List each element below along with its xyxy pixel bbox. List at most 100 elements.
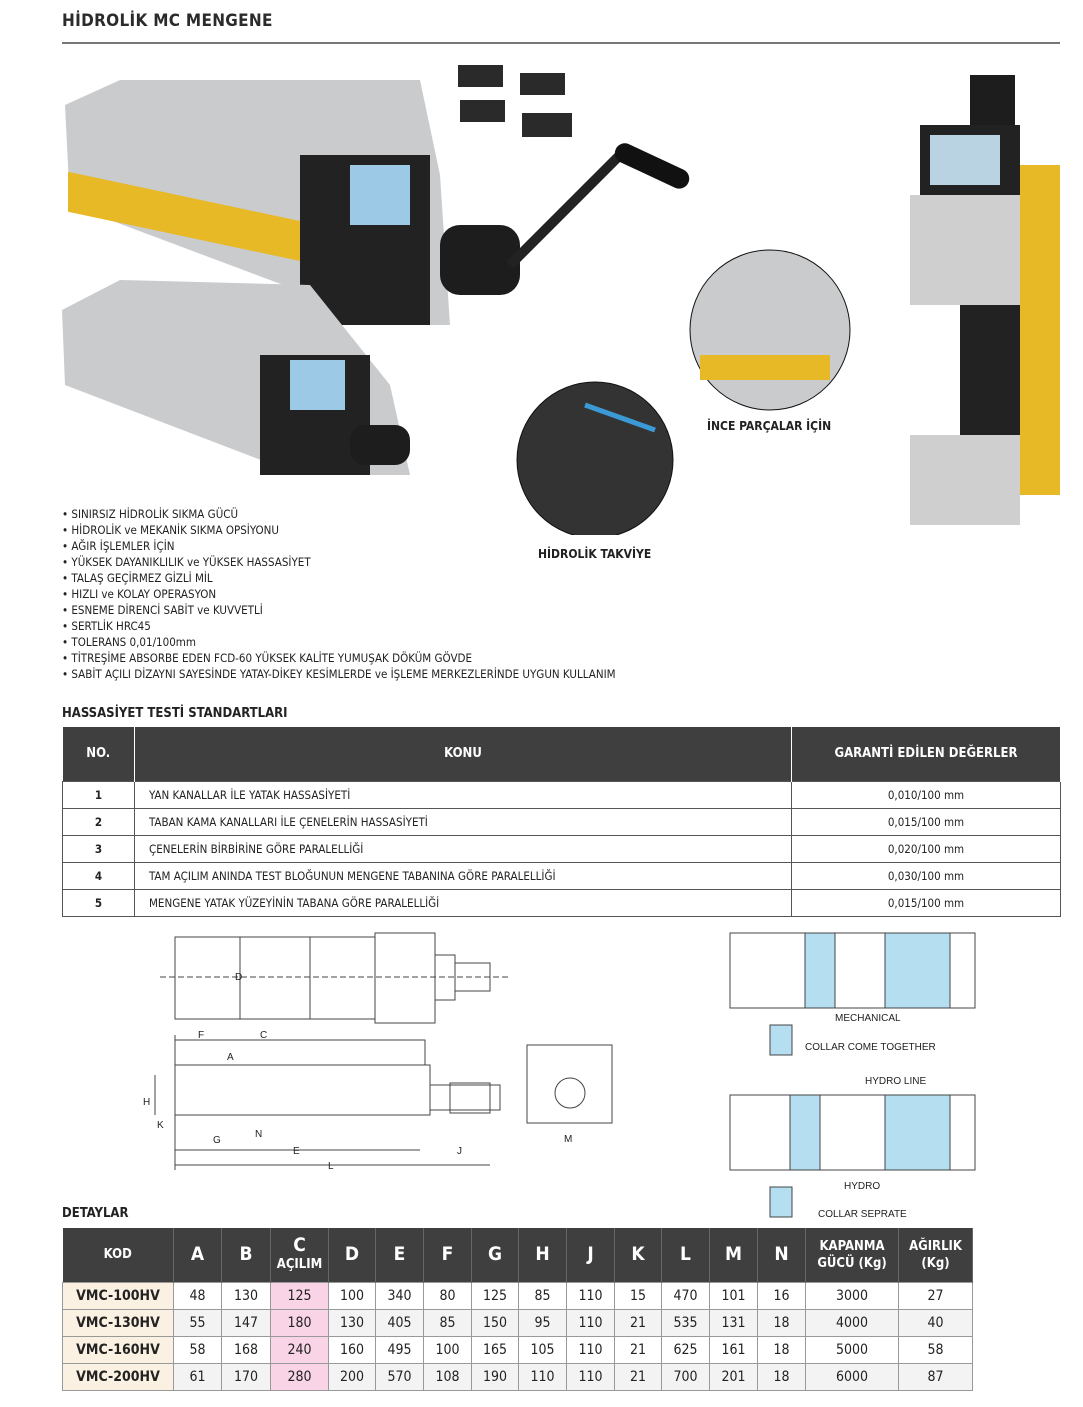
row-topic: YAN KANALLAR İLE YATAK HASSASİYETİ <box>134 780 792 809</box>
model-code: VMC-200HV <box>62 1362 174 1391</box>
col-header-weight-line1: AĞIRLIK <box>909 1238 962 1254</box>
dim-label-a: A <box>227 1052 234 1063</box>
row-value: 0,010/100 mm <box>791 780 1061 809</box>
col-header-a: A <box>173 1228 222 1282</box>
spec-value: 201 <box>709 1362 758 1391</box>
col-header-g: G <box>471 1228 519 1282</box>
spec-value: 105 <box>518 1335 567 1364</box>
spec-value: 48 <box>173 1281 222 1310</box>
small-vise-image <box>62 280 410 475</box>
spec-value: 625 <box>661 1335 710 1364</box>
feature-item: AĞIR İŞLEMLER İÇİN <box>62 538 616 554</box>
dim-label-l: L <box>328 1161 334 1172</box>
dim-label-k: K <box>157 1120 164 1131</box>
dim-label-c: C <box>260 1030 267 1041</box>
spec-value: 101 <box>709 1281 758 1310</box>
col-header-guaranteed: GARANTİ EDİLEN DEĞERLER <box>791 727 1061 781</box>
side-view-drawing <box>154 1035 501 1170</box>
collar-together-label: COLLAR COME TOGETHER <box>805 1042 936 1053</box>
top-view-drawing <box>160 932 510 1024</box>
spec-value: 495 <box>375 1335 424 1364</box>
spec-value: 180 <box>270 1308 329 1337</box>
row-value: 0,015/100 mm <box>791 888 1061 917</box>
spec-value: 58 <box>173 1335 222 1364</box>
spec-value: 405 <box>375 1308 424 1337</box>
feature-item: ESNEME DİRENCİ SABİT ve KUVVETLİ <box>62 602 616 618</box>
spec-value: 570 <box>375 1362 424 1391</box>
spec-value: 168 <box>221 1335 271 1364</box>
spec-value: 61 <box>173 1362 222 1391</box>
model-code: VMC-160HV <box>62 1335 174 1364</box>
spec-value: 3000 <box>805 1281 899 1310</box>
dim-label-e: E <box>293 1146 300 1157</box>
row-number: 3 <box>62 834 135 863</box>
spec-value: 95 <box>518 1308 567 1337</box>
spec-value: 700 <box>661 1362 710 1391</box>
col-header-no: NO. <box>62 727 135 781</box>
collar-seprate-label: COLLAR SEPRATE <box>818 1209 907 1220</box>
spec-value: 18 <box>757 1335 806 1364</box>
spec-value: 470 <box>661 1281 710 1310</box>
row-number: 2 <box>62 807 135 836</box>
spec-value: 16 <box>757 1281 806 1310</box>
hydro-label: HYDRO <box>844 1181 880 1192</box>
col-header-k: K <box>614 1228 662 1282</box>
spec-value: 80 <box>423 1281 472 1310</box>
title-divider <box>62 42 1060 44</box>
collar-mechanical-drawing <box>729 932 976 1056</box>
spec-value: 161 <box>709 1335 758 1364</box>
col-header-weight: AĞIRLIK(Kg) <box>898 1228 973 1282</box>
jaw-plates-image <box>458 65 572 137</box>
spec-value: 5000 <box>805 1335 899 1364</box>
col-header-f: F <box>423 1228 472 1282</box>
spec-value: 535 <box>661 1308 710 1337</box>
thin-parts-detail-image <box>689 249 851 411</box>
col-header-m: M <box>709 1228 758 1282</box>
spec-value: 190 <box>471 1362 519 1391</box>
spec-value: 130 <box>221 1281 271 1310</box>
spec-value: 110 <box>566 1362 615 1391</box>
col-header-weight-line2: (Kg) <box>921 1255 950 1271</box>
large-vise-image <box>65 80 690 325</box>
spec-value: 340 <box>375 1281 424 1310</box>
spec-value: 110 <box>566 1335 615 1364</box>
spec-value: 280 <box>270 1362 329 1391</box>
row-value: 0,030/100 mm <box>791 861 1061 890</box>
feature-item: TOLERANS 0,01/100mm <box>62 634 616 650</box>
spec-value: 110 <box>566 1281 615 1310</box>
spec-value: 170 <box>221 1362 271 1391</box>
spec-value: 100 <box>423 1335 472 1364</box>
spec-value: 6000 <box>805 1362 899 1391</box>
spec-value: 147 <box>221 1308 271 1337</box>
thin-parts-caption: İNCE PARÇALAR İÇİN <box>707 419 832 433</box>
spec-value: 18 <box>757 1362 806 1391</box>
col-header-e: E <box>375 1228 424 1282</box>
spec-value: 27 <box>898 1281 973 1310</box>
spec-value: 55 <box>173 1308 222 1337</box>
standards-heading: HASSASİYET TESTİ STANDARTLARI <box>62 706 288 721</box>
front-view-drawing <box>526 1044 613 1124</box>
spec-value: 18 <box>757 1308 806 1337</box>
col-header-j: J <box>566 1228 615 1282</box>
spec-value: 150 <box>471 1308 519 1337</box>
col-header-d: D <box>328 1228 376 1282</box>
mechanical-label: MECHANICAL <box>835 1013 901 1024</box>
col-header-h: H <box>518 1228 567 1282</box>
vertical-vise-image <box>910 75 1060 525</box>
row-number: 4 <box>62 861 135 890</box>
row-topic: TAM AÇILIM ANINDA TEST BLOĞUNUN MENGENE … <box>134 861 792 890</box>
feature-item: SABİT AÇILI DİZAYNI SAYESİNDE YATAY-DİKE… <box>62 666 615 682</box>
page-title: HİDROLİK MC MENGENE <box>62 11 273 31</box>
feature-item: SINIRSIZ HİDROLİK SIKMA GÜCÜ <box>62 506 616 522</box>
dim-label-m: M <box>564 1134 572 1145</box>
col-header-kod: KOD <box>62 1228 174 1282</box>
feature-item: TİTREŞİME ABSORBE EDEN FCD-60 YÜKSEK KAL… <box>62 650 616 666</box>
spec-value: 125 <box>270 1281 329 1310</box>
spec-value: 110 <box>566 1308 615 1337</box>
